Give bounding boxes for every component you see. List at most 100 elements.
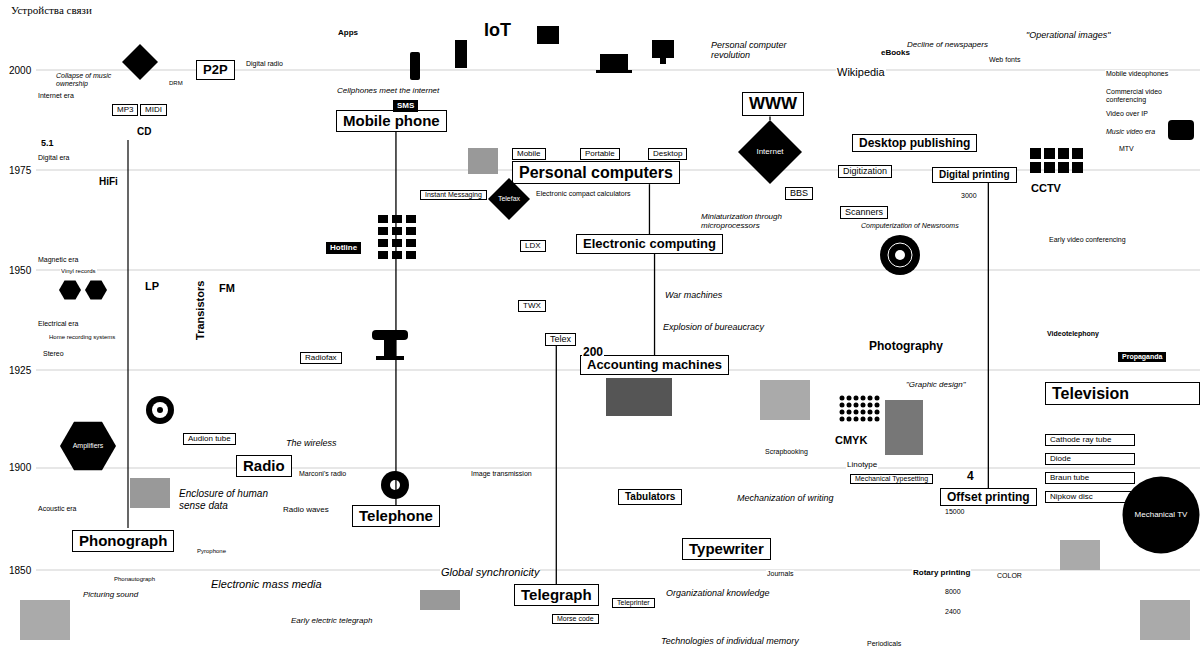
term-box: Diode <box>1045 453 1135 465</box>
timeline-connector <box>556 346 557 584</box>
node-text: Offset printing <box>947 490 1030 504</box>
note-label: Video over IP <box>1105 110 1149 118</box>
note-label: Apps <box>337 28 359 37</box>
topic-box: Offset printing <box>940 488 1037 506</box>
hexagon-node: Amplifiers <box>60 418 116 474</box>
node-text: Portable <box>585 149 615 159</box>
term-box: Instant Messaging <box>420 190 487 200</box>
note-label: 2000 <box>8 65 32 77</box>
topic-box: Typewriter <box>682 538 771 560</box>
note-label: CMYK <box>834 434 868 447</box>
note-label: Technologies of individual memory <box>660 636 800 646</box>
note-label: Decline of newspapers <box>906 40 989 49</box>
node-text: Telephone <box>359 507 433 525</box>
node-text: Braun tube <box>1050 473 1130 483</box>
circle-node: Mechanical TV <box>1122 476 1200 554</box>
node-text: Radiofax <box>305 353 337 363</box>
node-text: MIDI <box>145 105 162 115</box>
note-label: Scrapbooking <box>764 448 809 456</box>
note-label: "Graphic design" <box>905 380 967 389</box>
term-box: LDX <box>520 240 546 252</box>
note-label: 8000 <box>944 588 962 596</box>
node-text: Instant Messaging <box>425 191 482 199</box>
topic-box: P2P <box>196 60 235 80</box>
note-label: Journals <box>766 570 794 578</box>
note-label: LP <box>144 280 160 293</box>
note-label: 4 <box>966 470 975 484</box>
node-text: Scanners <box>845 207 883 218</box>
node-text: SMS <box>397 101 414 111</box>
node-text: Morse code <box>557 615 594 623</box>
note-label: Cellphones meet the internet <box>336 86 440 95</box>
term-box: Scanners <box>840 206 888 219</box>
note-label: Linotype <box>846 460 878 469</box>
note-label: Digital radio <box>245 60 284 68</box>
node-text: Amplifiers <box>73 442 104 450</box>
note-label: Miniaturization through microprocessors <box>700 212 812 230</box>
term-box: Radiofax <box>300 352 342 364</box>
timeline-connector <box>395 132 396 505</box>
topic-box: Television <box>1045 382 1200 405</box>
node-text: Internet <box>756 148 783 157</box>
topic-box: WWW <box>742 92 804 116</box>
node-text: BBS <box>790 188 808 199</box>
term-box: Portable <box>580 148 620 160</box>
node-text: Mobile <box>517 149 541 159</box>
diamond-node: Internet <box>738 120 802 184</box>
note-label: Mechanization of writing <box>736 493 835 503</box>
note-label: CCTV <box>1030 182 1062 195</box>
note-label: Early electric telegraph <box>290 616 373 625</box>
note-label: Mobile videophones <box>1105 70 1169 78</box>
note-label: Digital era <box>37 154 71 162</box>
topic-box: Electronic computing <box>576 234 723 254</box>
term-box: Telex <box>545 333 576 346</box>
note-label: Photography <box>868 340 944 354</box>
note-label: The wireless <box>285 438 338 448</box>
note-label: 1900 <box>8 462 32 474</box>
topic-box: Telephone <box>352 505 440 527</box>
note-label: 1950 <box>8 265 32 277</box>
topic-box: Digital printing <box>932 167 1017 183</box>
note-label: Web fonts <box>988 56 1021 64</box>
note-label: Wikipedia <box>836 66 886 79</box>
node-text: Mobile phone <box>343 112 440 130</box>
note-label: Vinyl records <box>60 268 97 275</box>
topic-box: Desktop publishing <box>852 134 977 152</box>
note-label: 1850 <box>8 565 32 577</box>
node-text: Mechanical Typesetting <box>855 475 928 483</box>
note-label: IoT <box>483 20 512 41</box>
node-text: Accounting machines <box>587 357 722 373</box>
note-label: 2400 <box>944 608 962 616</box>
node-text: Cathode ray tube <box>1050 435 1130 445</box>
node-text: Nipkow disc <box>1050 492 1130 502</box>
topic-box: Personal computers <box>512 161 680 184</box>
topic-box: Tabulators <box>618 489 682 505</box>
note-label: Internet era <box>37 92 75 100</box>
term-box: Braun tube <box>1045 472 1135 484</box>
note-label: "Operational images" <box>1025 30 1111 40</box>
term-box: Desktop <box>648 148 687 160</box>
note-label: Rotary printing <box>912 568 971 577</box>
node-text: Radio <box>243 457 285 475</box>
note-label: Phonautograph <box>113 576 156 583</box>
note-label: MTV <box>1118 145 1135 153</box>
note-label: 1975 <box>8 165 32 177</box>
note-label: Electronic compact calculators <box>535 190 632 198</box>
node-text: Diode <box>1050 454 1130 464</box>
term-box: MIDI <box>140 104 167 116</box>
node-text: Telefax <box>498 195 520 203</box>
note-label: Acoustic era <box>37 505 78 513</box>
node-text: LDX <box>525 241 541 251</box>
note-label: Periodicals <box>866 640 902 648</box>
note-label: eBooks <box>880 48 911 57</box>
timeline-connector <box>654 254 655 355</box>
note-label: Home recording systems <box>48 334 116 341</box>
note-label: Pyrophone <box>196 548 227 555</box>
term-box: TWX <box>518 300 546 312</box>
node-text: Digital printing <box>939 169 1010 181</box>
filled-box: Propaganda <box>1118 352 1166 362</box>
node-text: Typewriter <box>689 540 764 558</box>
term-box: Nipkow disc <box>1045 491 1135 503</box>
